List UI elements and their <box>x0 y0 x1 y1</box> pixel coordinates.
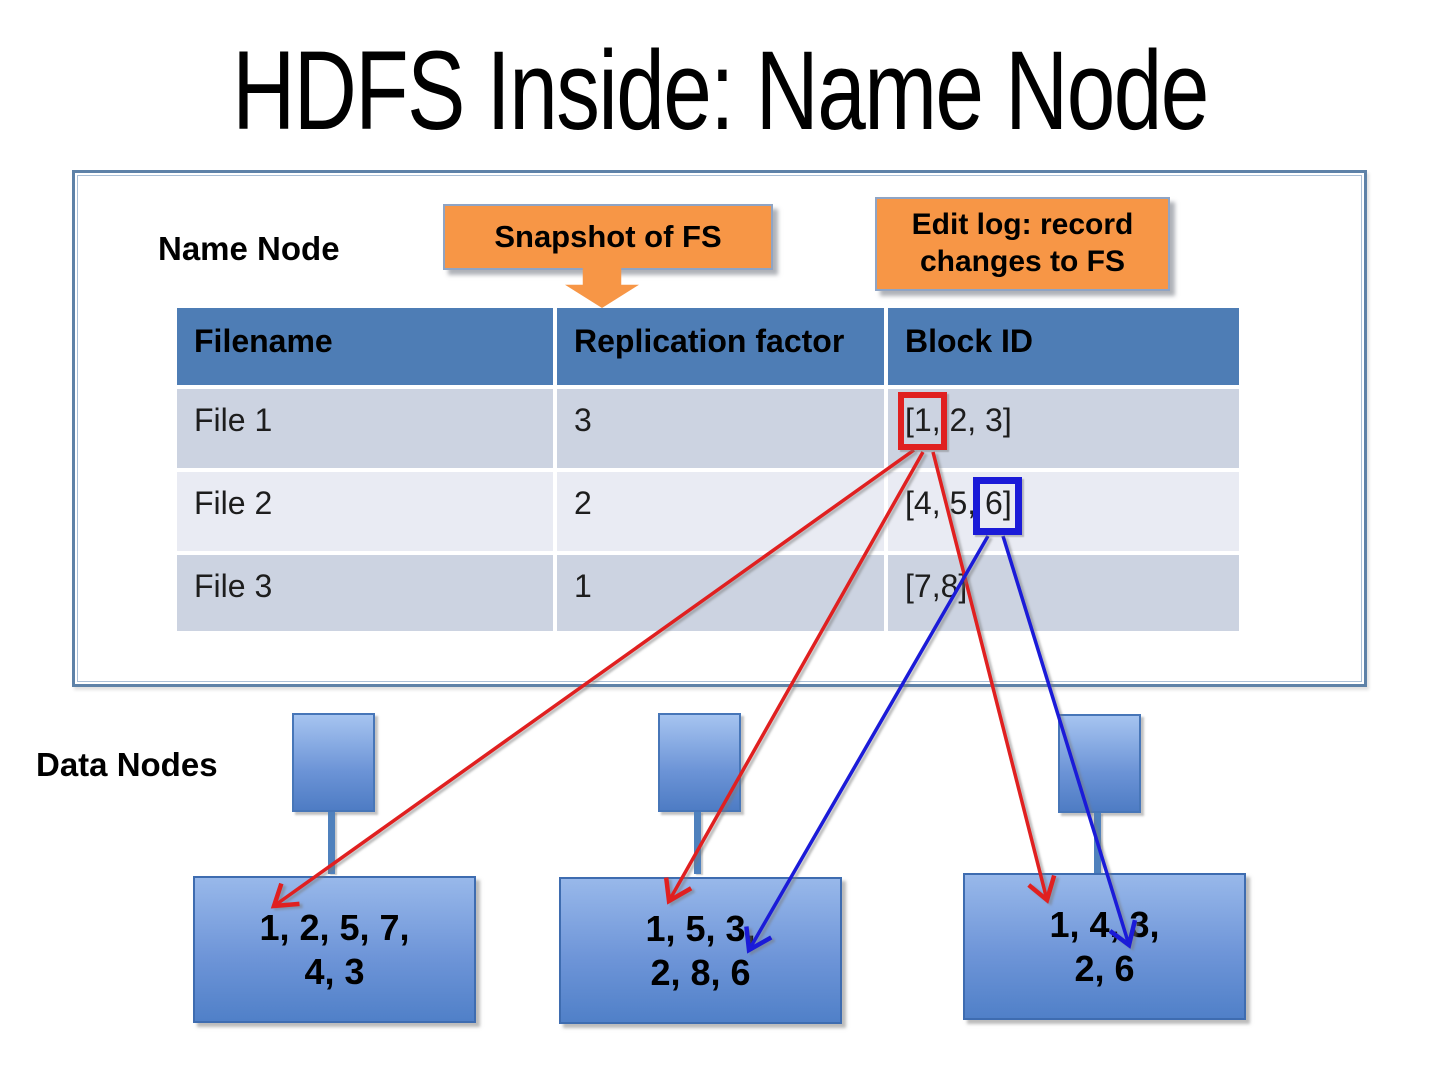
table-row-3-replication: 1 <box>557 555 884 631</box>
block-1-highlight-box <box>898 392 947 450</box>
snapshot-callout: Snapshot of FS <box>443 204 773 270</box>
data-node-3-icon <box>1058 714 1141 813</box>
table-row-1-replication: 3 <box>557 389 884 468</box>
slide-title: HDFS Inside: Name Node <box>232 28 1209 153</box>
data-node-2-blocks: 1, 5, 3, 2, 8, 6 <box>559 877 842 1024</box>
data-node-1-connector <box>328 812 335 874</box>
table-row-1-filename: File 1 <box>177 389 553 468</box>
data-node-2-blocks-line1: 1, 5, 3, <box>645 907 756 949</box>
name-node-label: Name Node <box>158 230 340 267</box>
data-node-2-connector <box>694 812 701 874</box>
col-header-filename: Filename <box>177 308 553 385</box>
data-node-3-connector <box>1094 813 1101 875</box>
data-node-1-icon <box>292 713 375 812</box>
editlog-callout-line1: Edit log: record <box>911 208 1134 242</box>
table-row-2-replication: 2 <box>557 472 884 551</box>
snapshot-callout-text: Snapshot of FS <box>494 219 722 254</box>
table-row-3-filename: File 3 <box>177 555 553 631</box>
editlog-callout: Edit log: record changes to FS <box>875 197 1170 291</box>
data-node-2-icon <box>658 713 741 812</box>
table-row-2-filename: File 2 <box>177 472 553 551</box>
data-node-3-blocks-line1: 1, 4, 3, <box>1049 903 1160 945</box>
data-node-1-blocks-line1: 1, 2, 5, 7, <box>259 906 410 948</box>
col-header-replication-factor: Replication factor <box>557 308 884 385</box>
table-row-3-block-ids: [7,8] <box>888 555 1239 631</box>
data-node-3-blocks-line2: 2, 6 <box>1074 947 1135 989</box>
data-node-3-blocks: 1, 4, 3, 2, 6 <box>963 873 1246 1020</box>
table-row-2-block-ids: [4, 5, 6] <box>888 472 1239 551</box>
data-node-1-blocks-line2: 4, 3 <box>304 950 365 992</box>
data-nodes-label: Data Nodes <box>36 746 218 783</box>
col-header-block-id: Block ID <box>888 308 1239 385</box>
data-node-1-blocks: 1, 2, 5, 7, 4, 3 <box>193 876 476 1023</box>
block-6-highlight-box <box>973 477 1022 535</box>
fs-metadata-table: Filename Replication factor Block ID Fil… <box>177 308 1239 631</box>
editlog-callout-line2: changes to FS <box>919 245 1126 278</box>
data-node-2-blocks-line2: 2, 8, 6 <box>650 951 751 993</box>
